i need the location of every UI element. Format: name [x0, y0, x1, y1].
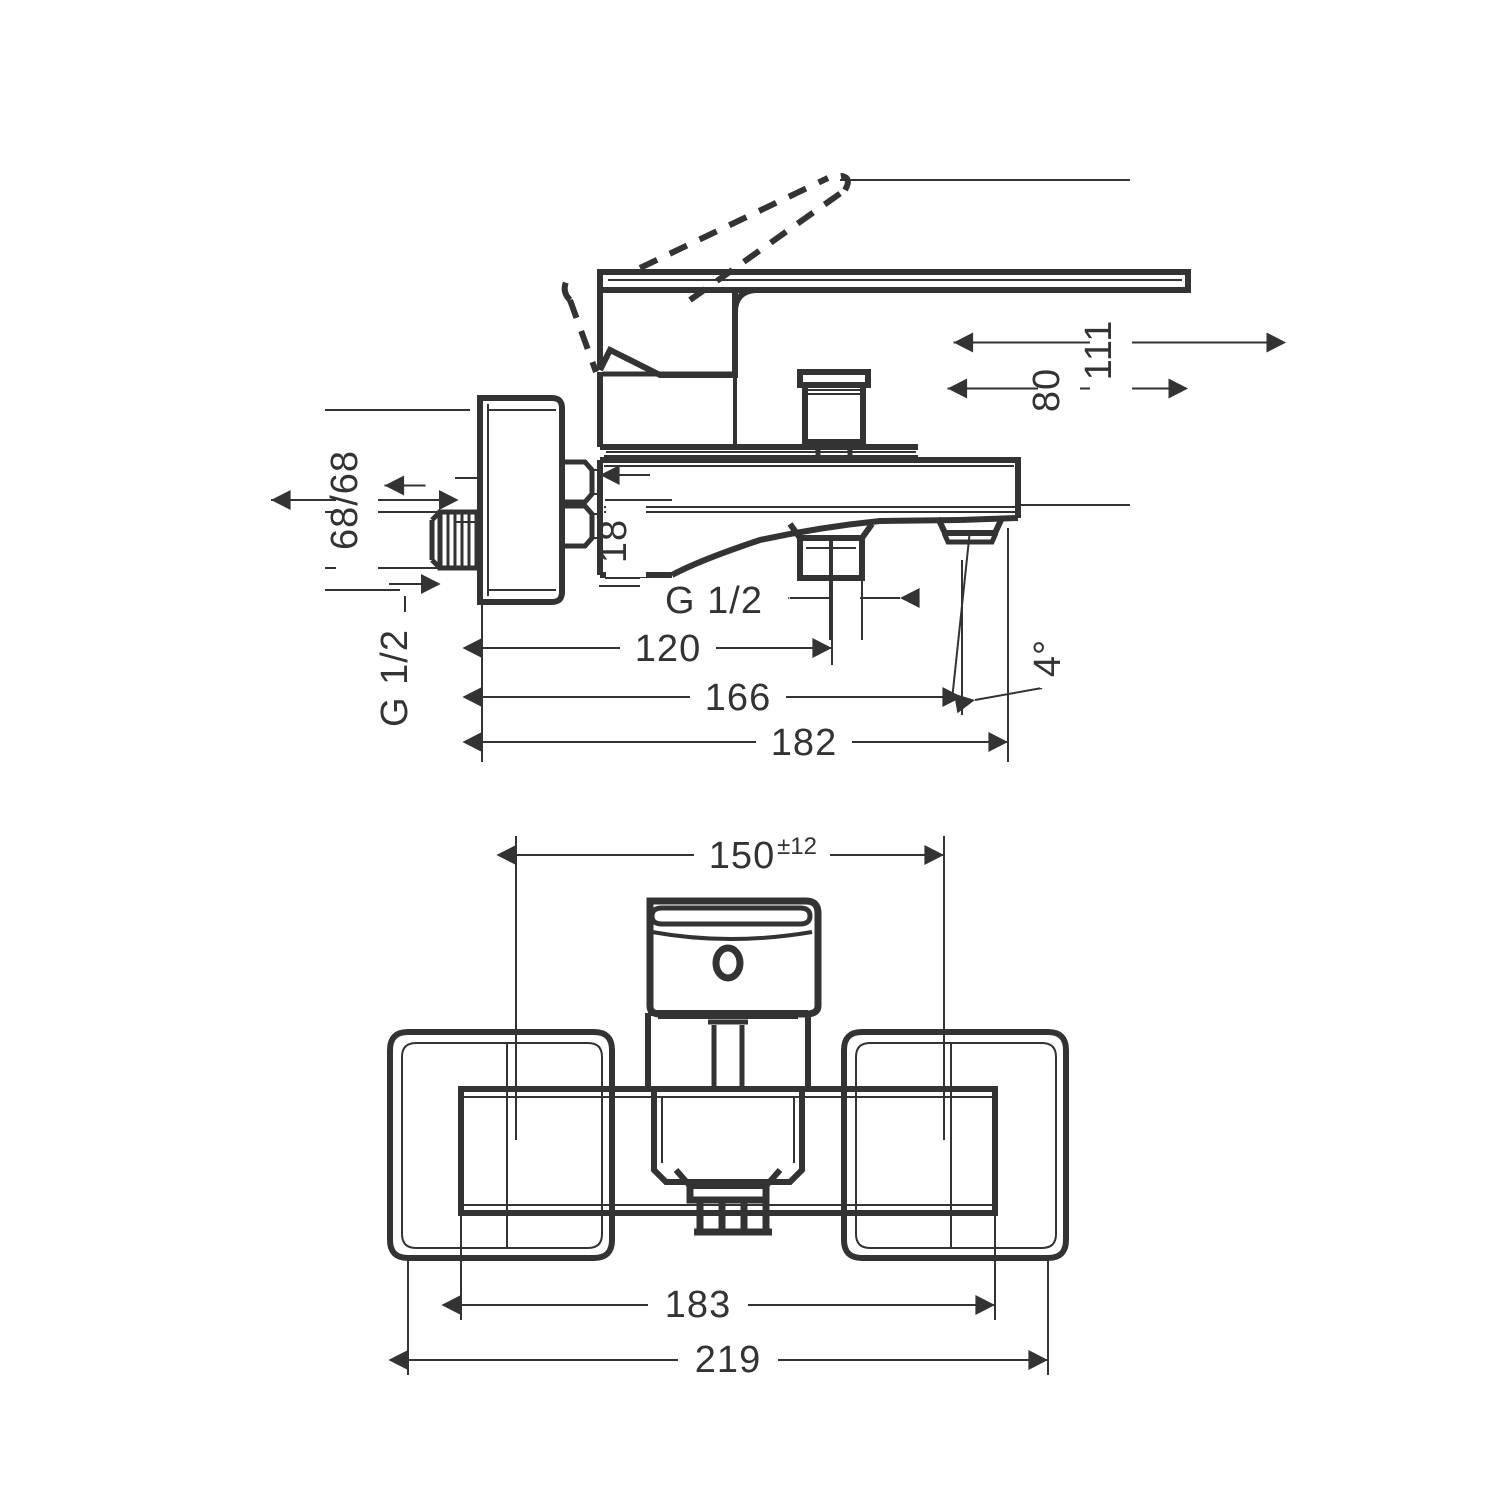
dim-label-68-68: 68/68: [324, 424, 378, 574]
svg-text:183: 183: [665, 1284, 731, 1326]
dim-label-150: 150 ±12: [694, 832, 830, 877]
dim-label-183: 183: [648, 1284, 748, 1326]
side-view-geometry: [597, 269, 1191, 581]
svg-text:182: 182: [771, 722, 837, 764]
svg-text:±12: ±12: [777, 833, 817, 860]
dim-label-angle-4: 4°: [1027, 628, 1080, 688]
svg-text:18: 18: [593, 519, 635, 563]
svg-text:166: 166: [705, 677, 771, 719]
svg-text:68/68: 68/68: [324, 450, 366, 550]
svg-text:111: 111: [1078, 320, 1120, 381]
svg-text:G 1/2: G 1/2: [374, 629, 416, 727]
svg-text:120: 120: [635, 628, 701, 670]
dim-label-111: 111: [1078, 310, 1132, 390]
svg-text:4°: 4°: [1027, 639, 1069, 677]
dim-label-182: 182: [756, 722, 852, 764]
dim-label-120: 120: [620, 628, 716, 670]
svg-text:G 1/2: G 1/2: [665, 580, 763, 622]
svg-text:150: 150: [709, 835, 775, 877]
dim-label-thread-spout: G 1/2: [640, 578, 788, 622]
dim-label-thread-lower-left: G 1/2: [374, 612, 428, 742]
side-view-connector-nuts: [562, 459, 600, 549]
dim-label-18: 18: [593, 505, 646, 577]
svg-text:219: 219: [695, 1339, 761, 1381]
front-view-geometry: [387, 897, 1069, 1261]
side-view-escutcheon: [429, 395, 565, 605]
svg-text:80: 80: [1026, 368, 1068, 412]
dim-label-219: 219: [678, 1339, 778, 1381]
dim-label-166: 166: [690, 677, 786, 719]
dim-label-80: 80: [1026, 355, 1080, 420]
